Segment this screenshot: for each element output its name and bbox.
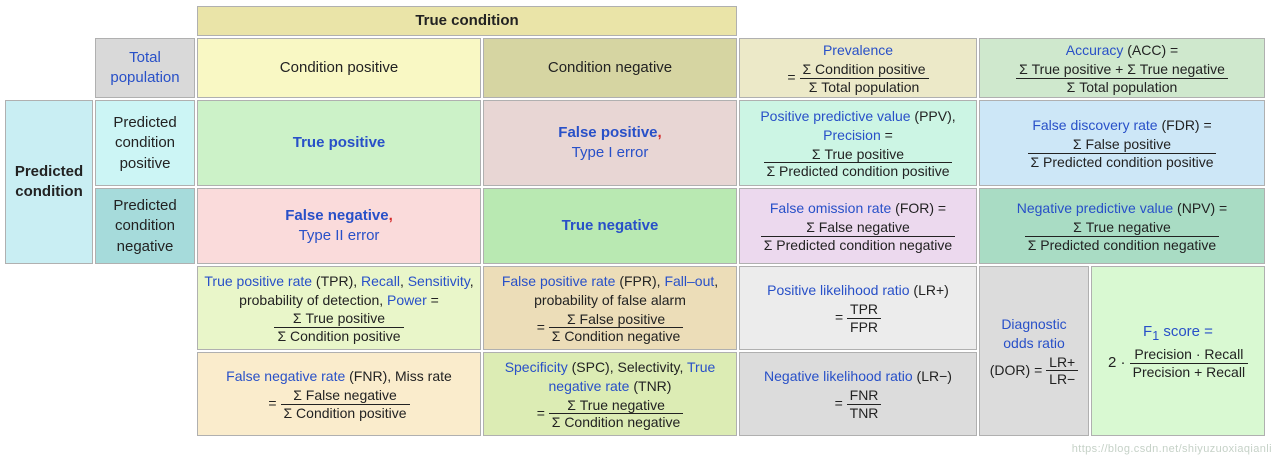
predicted-condition-negative-header: Predicted condition negative bbox=[95, 188, 195, 265]
true-positive-link[interactable]: True positive bbox=[292, 134, 386, 152]
precision-link[interactable]: Precision bbox=[823, 126, 881, 143]
tnr-link[interactable]: True negative rate bbox=[548, 358, 716, 394]
predicted-condition-header: Predicted condition bbox=[5, 100, 93, 265]
true-negative-cell: True negative bbox=[483, 188, 737, 265]
true-negative-link[interactable]: True negative bbox=[561, 217, 659, 235]
npv-link[interactable]: Negative predictive value bbox=[1016, 200, 1174, 217]
type-1-error-link[interactable]: Type I error bbox=[571, 144, 649, 162]
fpr-cell: False positive rate (FPR), Fall–out, pro… bbox=[483, 266, 737, 351]
fnr-link[interactable]: False negative rate bbox=[226, 368, 346, 385]
fdr-link[interactable]: False discovery rate bbox=[1032, 117, 1158, 134]
recall-link[interactable]: Recall bbox=[361, 273, 400, 290]
fnr-cell: False negative rate (FNR), Miss rate = Σ… bbox=[197, 352, 481, 437]
prevalence-link[interactable]: Prevalence bbox=[822, 42, 894, 58]
false-negative-cell: False negative, Type II error bbox=[197, 188, 481, 265]
sensitivity-link[interactable]: Sensitivity bbox=[407, 273, 470, 290]
fdr-cell: False discovery rate (FDR) = Σ False pos… bbox=[979, 100, 1265, 187]
spacer-cell bbox=[739, 6, 977, 36]
fall-out-link[interactable]: Fall–out bbox=[664, 272, 715, 289]
specificity-cell: Specificity (SPC), Selectivity, True neg… bbox=[483, 352, 737, 437]
tpr-cell: True positive rate (TPR), Recall, Sensit… bbox=[197, 266, 481, 351]
accuracy-link[interactable]: Accuracy bbox=[1065, 42, 1124, 58]
spacer-cell bbox=[5, 352, 195, 436]
dor-fraction: LR+LR− bbox=[1046, 354, 1079, 389]
specificity-link[interactable]: Specificity bbox=[504, 358, 568, 375]
condition-negative-header: Condition negative bbox=[483, 38, 737, 99]
lr-plus-link[interactable]: Positive likelihood ratio bbox=[767, 282, 910, 299]
total-population-link[interactable]: Total population bbox=[110, 48, 180, 87]
equals-sign: = bbox=[787, 68, 796, 85]
diagnostic-testing-table: True condition Total population Conditio… bbox=[3, 4, 1267, 438]
ppv-cell: Positive predictive value (PPV), Precisi… bbox=[739, 100, 977, 187]
lr-minus-link[interactable]: Negative likelihood ratio bbox=[764, 368, 913, 385]
npv-cell: Negative predictive value (NPV) = Σ True… bbox=[979, 188, 1265, 265]
predicted-condition-positive-header: Predicted condition positive bbox=[95, 100, 195, 187]
red-comma: , bbox=[388, 207, 393, 225]
ppv-link[interactable]: Positive predictive value bbox=[760, 107, 911, 124]
false-negative-link[interactable]: False negative bbox=[285, 207, 389, 225]
for-cell: False omission rate (FOR) = Σ False nega… bbox=[739, 188, 977, 265]
red-comma: , bbox=[657, 124, 662, 142]
type-2-error-link[interactable]: Type II error bbox=[298, 227, 380, 245]
total-population-cell: Total population bbox=[95, 38, 195, 99]
false-positive-cell: False positive, Type I error bbox=[483, 100, 737, 187]
true-positive-cell: True positive bbox=[197, 100, 481, 187]
tpr-link[interactable]: True positive rate bbox=[204, 273, 313, 290]
f1-score-link[interactable]: F1 score = bbox=[1143, 323, 1213, 344]
dor-link[interactable]: Diagnostic odds ratio bbox=[1001, 315, 1067, 351]
false-positive-link[interactable]: False positive bbox=[558, 124, 658, 142]
f1-subscript: 1 bbox=[1152, 329, 1160, 344]
condition-positive-header: Condition positive bbox=[197, 38, 481, 99]
spacer-cell bbox=[5, 38, 93, 98]
for-link[interactable]: False omission rate bbox=[769, 200, 892, 217]
dor-cell: Diagnostic odds ratio (DOR) = LR+LR− bbox=[979, 266, 1089, 437]
spacer-cell bbox=[5, 6, 195, 36]
spacer-cell bbox=[5, 266, 195, 350]
watermark: https://blog.csdn.net/shiyuzuoxiaqianli bbox=[1071, 443, 1272, 455]
true-condition-header: True condition bbox=[197, 6, 737, 36]
accuracy-cell: Accuracy (ACC) = Σ True positive + Σ Tru… bbox=[979, 38, 1265, 99]
spacer-cell bbox=[979, 6, 1265, 36]
power-link[interactable]: Power bbox=[387, 292, 427, 309]
fpr-link[interactable]: False positive rate bbox=[501, 272, 616, 289]
